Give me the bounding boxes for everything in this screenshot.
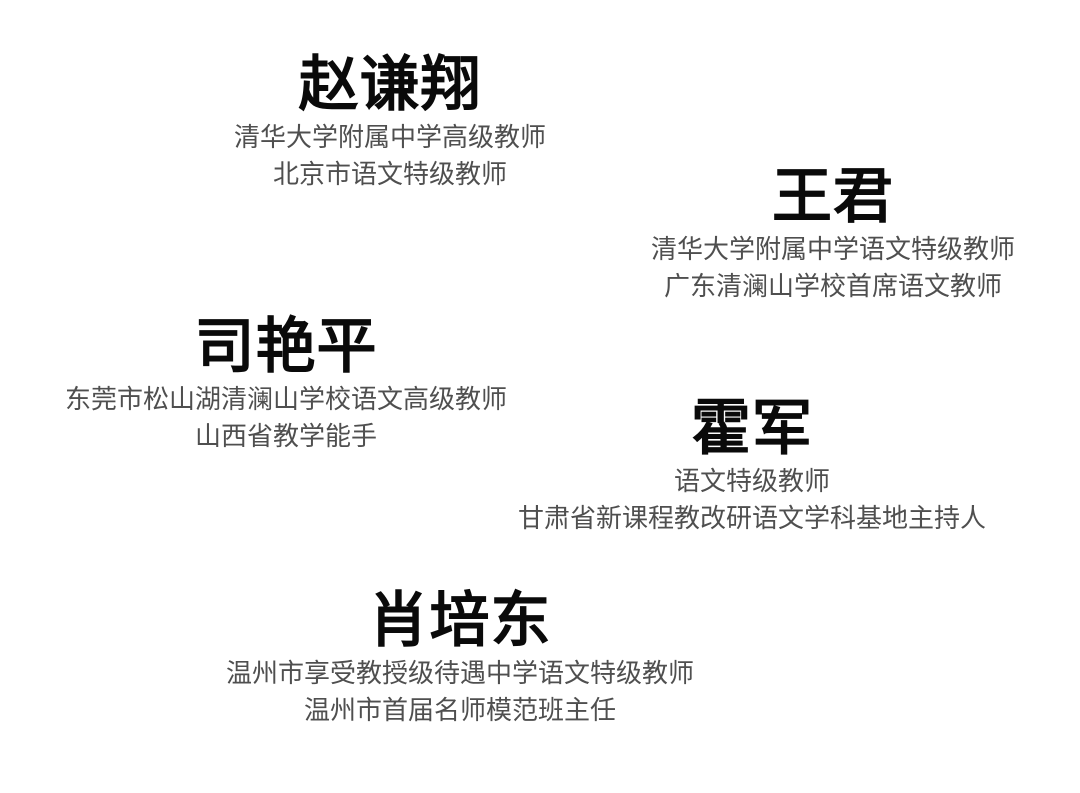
person-title-line: 语文特级教师 [673, 467, 831, 497]
person-title-line: 广东清澜山学校首席语文教师 [663, 272, 1003, 302]
person-title-line: 东莞市松山湖清澜山学校语文高级教师 [64, 385, 508, 415]
person-title-line: 清华大学附属中学语文特级教师 [650, 235, 1016, 265]
person-block-xiao-peidong: 肖培东 温州市享受教授级待遇中学语文特级教师 温州市首届名师模范班主任 [226, 586, 694, 730]
person-block-zhao-qianxiang: 赵谦翔 清华大学附属中学高级教师 北京市语文特级教师 [234, 50, 546, 194]
person-title-line: 北京市语文特级教师 [272, 160, 508, 190]
person-title-line: 温州市首届名师模范班主任 [303, 696, 617, 726]
person-block-wang-jun: 王君 清华大学附属中学语文特级教师 广东清澜山学校首席语文教师 [651, 162, 1015, 306]
person-name: 赵谦翔 [298, 50, 482, 120]
person-name: 王君 [771, 162, 894, 232]
person-name: 肖培东 [368, 586, 552, 656]
person-name: 司艳平 [194, 312, 378, 382]
person-title-line: 甘肃省新课程教改研语文学科基地主持人 [517, 504, 987, 534]
person-name: 霍军 [690, 394, 813, 464]
person-title-line: 温州市享受教授级待遇中学语文特级教师 [225, 659, 695, 689]
person-title-line: 山西省教学能手 [194, 422, 378, 452]
person-block-huo-jun: 霍军 语文特级教师 甘肃省新课程教改研语文学科基地主持人 [518, 394, 986, 538]
person-title-line: 清华大学附属中学高级教师 [233, 123, 547, 153]
person-block-si-yanping: 司艳平 东莞市松山湖清澜山学校语文高级教师 山西省教学能手 [65, 312, 507, 456]
